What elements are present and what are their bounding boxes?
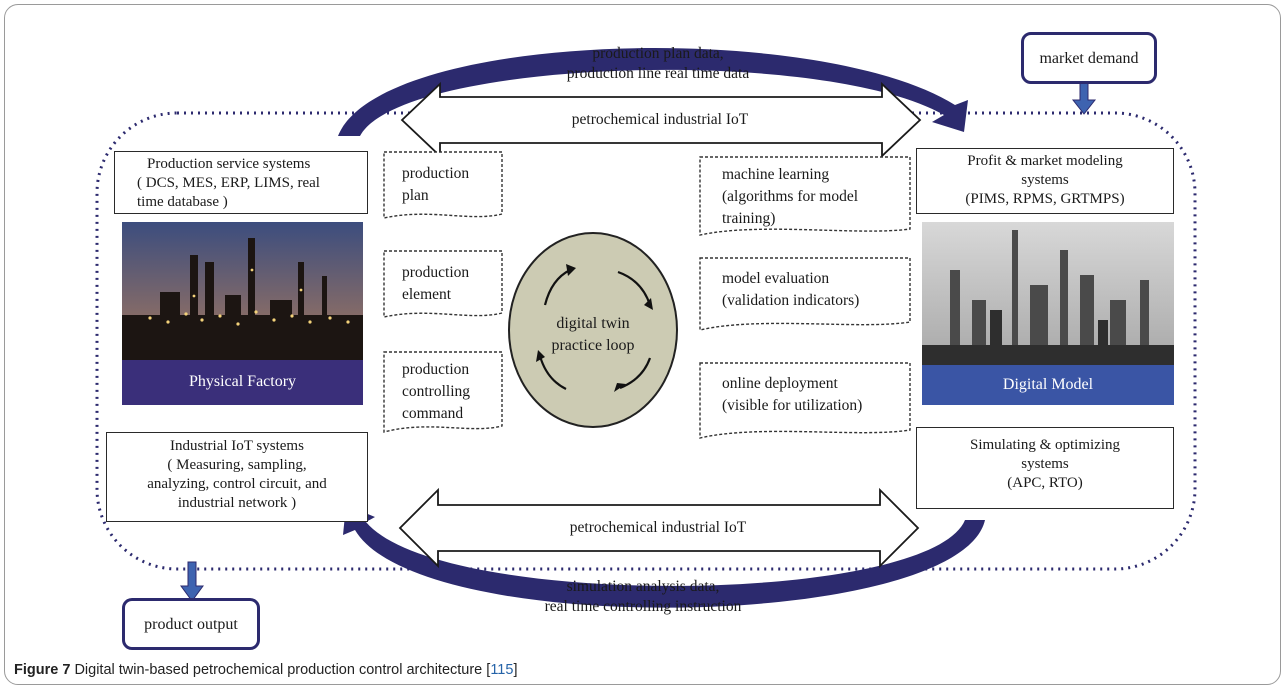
loop-arrowheads (536, 264, 653, 392)
physical-factory-image (122, 222, 363, 405)
digital-model-caption-area: Digital Model (922, 222, 1174, 405)
doc-line: command (402, 405, 464, 422)
top-iot-double-arrow (400, 81, 922, 159)
loop-line2: practice loop (551, 337, 635, 354)
digital-model-label: Digital Model (1002, 376, 1094, 393)
right-doc-shapes (699, 156, 911, 439)
doc-model-evaluation: model evaluation (validation indicators) (712, 262, 912, 318)
bottom-iot-double-arrow (398, 487, 920, 569)
top-curved-arrow (338, 48, 968, 136)
figure-number: Figure 7 (14, 662, 71, 678)
bottom-iot-label: petrochemical industrial IoT (569, 519, 747, 536)
doc-shape-production-command (383, 351, 503, 433)
doc-shape-online-deployment (699, 362, 911, 439)
doc-shape-model-evaluation (699, 257, 911, 331)
bottom-flow-line2: real time controlling instruction (544, 598, 742, 615)
doc-line: training) (722, 210, 776, 227)
doc-online-deployment: online deployment (visible for utilizati… (712, 367, 912, 423)
production-service-box: Production service systems ( DCS, MES, E… (114, 151, 368, 214)
physical-factory-label: Physical Factory (188, 373, 297, 390)
loop-label: digital twin practice loop (523, 313, 663, 357)
doc-line: production (402, 165, 470, 182)
production-service-detail2: time database ) (137, 194, 228, 210)
doc-line: production (402, 361, 470, 378)
loop-line1: digital twin (556, 315, 630, 332)
digital-model-image (922, 222, 1174, 405)
doc-line: machine learning (722, 166, 830, 183)
doc-line: production (402, 264, 470, 281)
bottom-flow-line1: simulation analysis data, (566, 578, 720, 595)
doc-production-plan: production plan (392, 157, 502, 213)
top-flow-line1: production plan data, (592, 45, 724, 62)
simulating-detail: (APC, RTO) (1007, 475, 1083, 491)
top-flow-label: production plan data, production line re… (498, 44, 818, 84)
industrial-iot-title: Industrial IoT systems (170, 438, 304, 454)
doc-line: controlling (402, 383, 471, 400)
doc-machine-learning: machine learning (algorithms for model t… (712, 158, 912, 236)
market-demand-box: market demand (1021, 32, 1157, 84)
product-output-box: product output (122, 598, 260, 650)
production-service-title: Production service systems (147, 156, 311, 172)
market-demand-down-arrow (1071, 81, 1097, 115)
doc-line: element (402, 286, 452, 303)
bottom-flow-label: simulation analysis data, real time cont… (478, 577, 808, 617)
industrial-iot-box: Industrial IoT systems ( Measuring, samp… (106, 432, 368, 522)
doc-line: online deployment (722, 375, 838, 392)
doc-line: (visible for utilization) (722, 397, 863, 414)
doc-shape-production-plan (383, 151, 503, 219)
doc-shape-machine-learning (699, 156, 911, 236)
doc-line: plan (402, 187, 429, 204)
top-iot-label: petrochemical industrial IoT (571, 111, 749, 128)
industrial-iot-detail2: analyzing, control circuit, and (147, 476, 327, 492)
profit-market-title1: Profit & market modeling (967, 153, 1123, 169)
industrial-iot-detail1: ( Measuring, sampling, (167, 457, 307, 473)
figure-caption-text: Digital twin-based petrochemical product… (74, 662, 491, 678)
doc-line: model evaluation (722, 270, 830, 287)
figure-caption: Figure 7 Digital twin-based petrochemica… (14, 662, 517, 678)
profit-market-box: Profit & market modeling systems (PIMS, … (916, 148, 1174, 214)
doc-line: (algorithms for model (722, 188, 859, 205)
industrial-iot-detail3: industrial network ) (177, 495, 297, 511)
reference-link[interactable]: 115 (490, 662, 514, 678)
product-output-down-arrow (180, 561, 204, 602)
physical-factory-caption-area: Physical Factory (122, 222, 363, 405)
bottom-curved-arrow (343, 505, 985, 608)
caption-close: ] (513, 662, 518, 678)
doc-shape-production-element (383, 250, 503, 318)
simulating-box: Simulating & optimizing systems (APC, RT… (916, 427, 1174, 509)
figure-frame (4, 4, 1281, 685)
profit-market-title2: systems (1021, 172, 1069, 188)
production-service-detail1: ( DCS, MES, ERP, LIMS, real (137, 175, 320, 191)
doc-production-element: production element (392, 256, 502, 312)
doc-production-command: production controlling command (392, 353, 502, 431)
simulating-title1: Simulating & optimizing (970, 437, 1120, 453)
doc-line: (validation indicators) (722, 292, 860, 309)
profit-market-detail: (PIMS, RPMS, GRTMPS) (965, 191, 1125, 207)
left-doc-shapes (383, 151, 503, 433)
top-flow-line2: production line real time data (566, 65, 750, 82)
simulating-title2: systems (1021, 456, 1069, 472)
